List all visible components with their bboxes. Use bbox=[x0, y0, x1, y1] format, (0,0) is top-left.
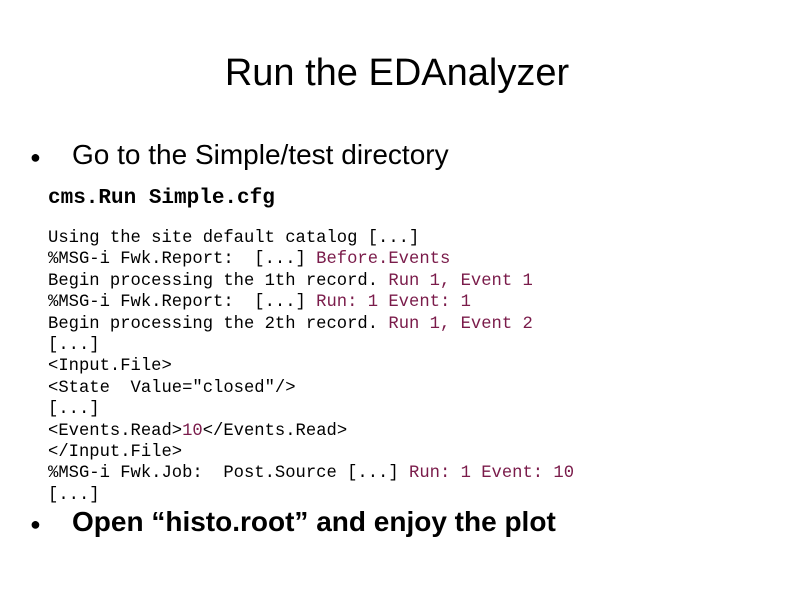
log-suffix: </Events.Read> bbox=[202, 421, 348, 441]
log-highlight: Run 1, Event 1 bbox=[388, 271, 533, 291]
log-text: <Input.File> bbox=[48, 357, 172, 377]
log-line: [...] bbox=[48, 399, 574, 420]
log-line: Using the site default catalog [...] bbox=[48, 228, 574, 249]
log-line: Begin processing the 1th record. Run 1, … bbox=[48, 271, 574, 292]
log-text: Using the site default catalog [...] bbox=[48, 229, 420, 248]
bullet-text: Open “histo.root” and enjoy the plot bbox=[72, 506, 556, 537]
command-line: cms.Run Simple.cfg bbox=[48, 187, 275, 210]
log-line: [...] bbox=[48, 485, 574, 506]
bullet-go-to-directory: ● Go to the Simple/test directory bbox=[30, 138, 449, 174]
log-line: %MSG-i Fwk.Report: [...] Run: 1 Event: 1 bbox=[48, 292, 574, 313]
log-text: </Input.File> bbox=[48, 442, 183, 462]
bullet-dot-icon: ● bbox=[30, 513, 41, 534]
log-line: </Input.File> bbox=[48, 442, 574, 463]
log-line: %MSG-i Fwk.Report: [...] Before.Events bbox=[48, 249, 574, 270]
log-highlight: Run: 1 Event: 1 bbox=[316, 293, 471, 313]
log-text: <State Value="closed"/> bbox=[48, 378, 296, 398]
log-text: [...] bbox=[48, 485, 100, 505]
slide-title: Run the EDAnalyzer bbox=[224, 52, 570, 94]
log-text: [...] bbox=[48, 400, 100, 420]
log-line: Begin processing the 2th record. Run 1, … bbox=[48, 314, 574, 335]
log-text: <Events.Read> bbox=[48, 421, 183, 441]
log-text: %MSG-i Fwk.Report: [...] bbox=[48, 250, 317, 270]
log-highlight: 10 bbox=[182, 421, 203, 441]
log-highlight: Run 1, Event 2 bbox=[388, 314, 533, 334]
log-text: Begin processing the 2th record. bbox=[48, 314, 389, 334]
log-line: <Events.Read>10</Events.Read> bbox=[48, 421, 574, 442]
log-line: %MSG-i Fwk.Job: Post.Source [...] Run: 1… bbox=[48, 463, 574, 484]
bullet-dot-icon: ● bbox=[30, 146, 41, 167]
log-text: %MSG-i Fwk.Report: [...] bbox=[48, 293, 317, 313]
log-highlight: Before.Events bbox=[316, 250, 451, 270]
bullet-text: Go to the Simple/test directory bbox=[72, 139, 449, 170]
log-line: [...] bbox=[48, 335, 574, 356]
console-output: Using the site default catalog [...]%MSG… bbox=[48, 228, 574, 506]
log-line: <Input.File> bbox=[48, 356, 574, 377]
log-line: <State Value="closed"/> bbox=[48, 378, 574, 399]
log-text: Begin processing the 1th record. bbox=[48, 271, 389, 291]
log-text: %MSG-i Fwk.Job: Post.Source [...] bbox=[48, 464, 409, 484]
log-text: [...] bbox=[48, 335, 100, 355]
log-highlight: Run: 1 Event: 10 bbox=[409, 464, 575, 484]
bullet-open-histo: ● Open “histo.root” and enjoy the plot bbox=[30, 505, 556, 541]
